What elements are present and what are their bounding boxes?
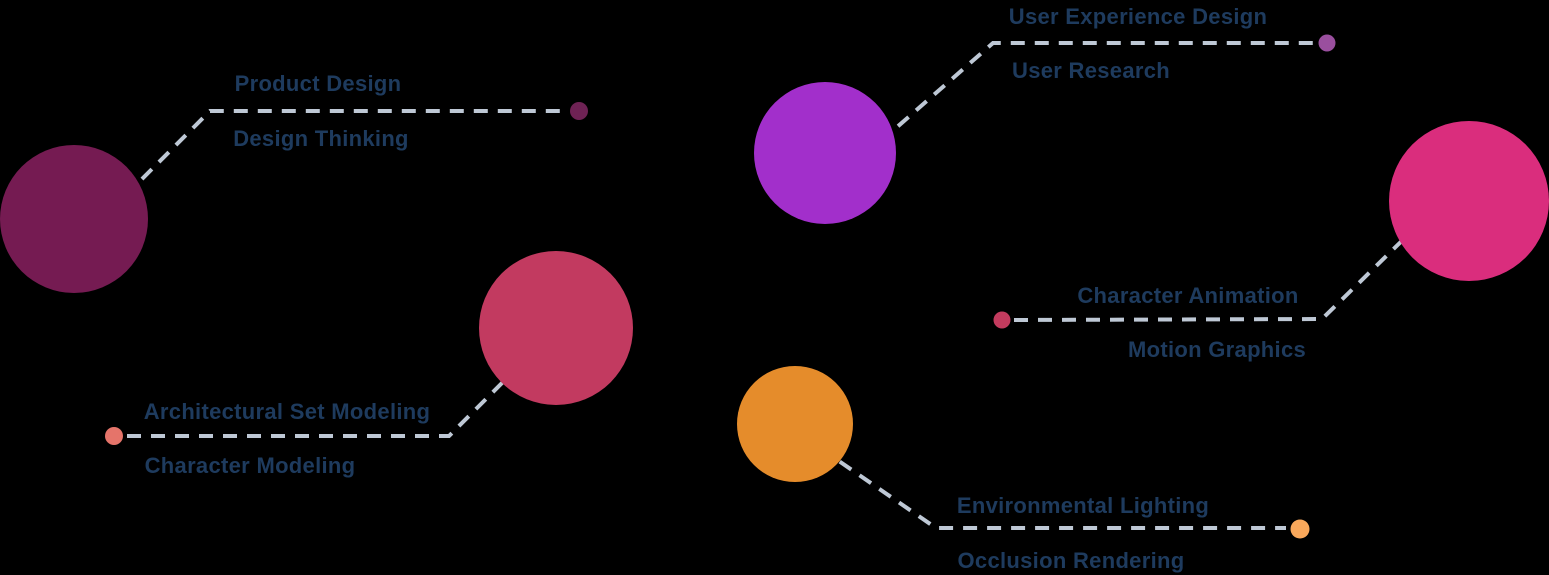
label-character-modeling: Character Modeling xyxy=(145,453,356,478)
user-experience-node xyxy=(754,82,896,224)
user-experience-connector xyxy=(878,41,1315,144)
labels: Product Design Design Thinking User Expe… xyxy=(144,4,1306,573)
modeling-connector xyxy=(127,363,522,438)
lighting-connector-dot xyxy=(1290,519,1310,539)
user-experience-connector-dot xyxy=(1318,34,1336,52)
connector-dots xyxy=(105,34,1336,539)
label-motion-graphics: Motion Graphics xyxy=(1128,337,1306,362)
label-occlusion-rendering: Occlusion Rendering xyxy=(958,548,1185,573)
product-design-connector-dot xyxy=(570,102,588,120)
product-design-node xyxy=(0,145,148,293)
animation-connector-dot xyxy=(993,311,1011,329)
animation-node xyxy=(1389,121,1549,281)
modeling-connector-dot xyxy=(105,427,123,445)
product-design-connector xyxy=(123,109,566,198)
label-environmental-lighting: Environmental Lighting xyxy=(957,493,1209,518)
label-product-design: Product Design xyxy=(235,71,402,96)
label-character-animation: Character Animation xyxy=(1077,283,1298,308)
label-user-research: User Research xyxy=(1012,58,1170,83)
label-design-thinking: Design Thinking xyxy=(233,126,409,151)
lighting-node xyxy=(737,366,853,482)
connectors xyxy=(123,41,1417,530)
animation-connector xyxy=(1013,226,1417,322)
nodes xyxy=(0,82,1549,482)
label-user-experience-design: User Experience Design xyxy=(1009,4,1268,29)
modeling-node xyxy=(479,251,633,405)
label-architectural-set-modeling: Architectural Set Modeling xyxy=(144,399,431,424)
